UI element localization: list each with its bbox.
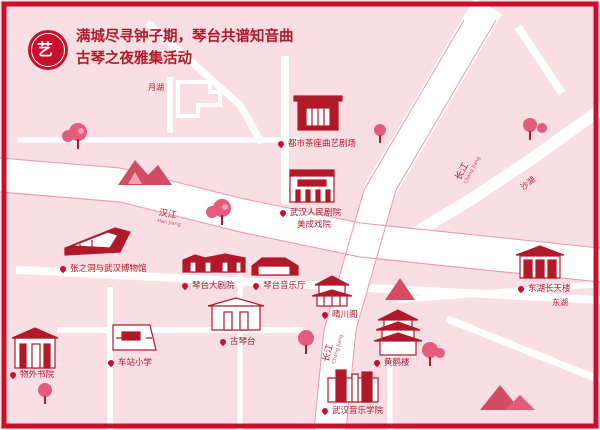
page-title: 满城尽寻钟子期，琴台共谱知音曲 古琴之夜雅集活动 xyxy=(76,26,294,70)
landmark-label[interactable]: 武汉人民剧院 xyxy=(278,208,341,219)
location-pin-icon xyxy=(180,281,190,290)
title-line-1: 满城尽寻钟子期，琴台共谱知音曲 xyxy=(76,28,294,45)
tree-group xyxy=(38,118,547,404)
landmark-label[interactable]: 美成戏院 xyxy=(297,220,332,230)
chezhan-building-icon xyxy=(112,324,157,351)
lake-label-donghu: 东湖 xyxy=(552,298,568,307)
wuwai-building-icon xyxy=(11,327,59,369)
donghu-tower-icon xyxy=(515,245,565,279)
landmark-label[interactable]: 古琴台 xyxy=(218,337,256,348)
logo: 艺 xyxy=(28,30,68,70)
landmark-label[interactable]: 车站小学 xyxy=(106,358,152,369)
qintai-hall-icon xyxy=(251,257,299,276)
location-pin-icon xyxy=(106,358,116,367)
location-pin-icon xyxy=(372,358,382,367)
location-pin-icon xyxy=(8,370,18,379)
title-line-2: 古琴之夜雅集活动 xyxy=(76,50,192,67)
location-pin-icon xyxy=(516,284,526,293)
landmark-label[interactable]: 物外书院 xyxy=(8,370,54,381)
qintai-theater-icon xyxy=(182,253,246,273)
location-pin-icon xyxy=(251,281,261,290)
museum-building-icon xyxy=(64,227,131,256)
location-pin-icon xyxy=(58,264,68,273)
mountain-icon xyxy=(480,385,520,410)
landmark-label[interactable]: 琴台音乐厅 xyxy=(251,281,306,292)
landmark-label[interactable]: 琴台大剧院 xyxy=(180,281,235,292)
location-pin-icon xyxy=(320,406,330,415)
lake-label-yuehu: 月湖 xyxy=(148,83,164,92)
tree-icon xyxy=(374,124,386,143)
road-edges xyxy=(0,19,600,430)
renmin-building-icon xyxy=(289,169,335,203)
tree-icon xyxy=(206,199,231,225)
building-group xyxy=(11,95,565,403)
tree-icon xyxy=(523,118,547,140)
landmark-label[interactable]: 都市茶座曲艺剧场 xyxy=(276,139,356,150)
duchi-building-icon xyxy=(293,95,343,131)
mountain-group xyxy=(118,160,535,410)
location-pin-icon xyxy=(276,139,286,148)
qingchuan-pavilion-icon xyxy=(311,275,353,307)
landmark-label[interactable]: 晴川阁 xyxy=(320,310,358,321)
tree-icon xyxy=(422,342,445,366)
tree-icon xyxy=(62,123,87,149)
landmark-label[interactable]: 武汉音乐学院 xyxy=(320,406,383,417)
yuehu-lake-shape xyxy=(176,80,222,118)
location-pin-icon xyxy=(320,310,330,319)
guqintai-building-icon xyxy=(207,297,265,331)
location-pin-icon xyxy=(278,208,288,217)
landmark-label[interactable]: 黄鹤楼 xyxy=(372,358,410,369)
tree-icon xyxy=(38,383,52,404)
huanghe-tower-icon xyxy=(373,309,423,356)
landmark-label[interactable]: 张之洞与武汉博物馆 xyxy=(58,264,147,275)
tree-icon xyxy=(298,330,314,354)
mountain-icon xyxy=(385,278,415,300)
location-pin-icon xyxy=(218,337,228,346)
conservatory-building-icon xyxy=(327,369,379,403)
landmark-label[interactable]: 东湖长天楼 xyxy=(516,284,571,295)
